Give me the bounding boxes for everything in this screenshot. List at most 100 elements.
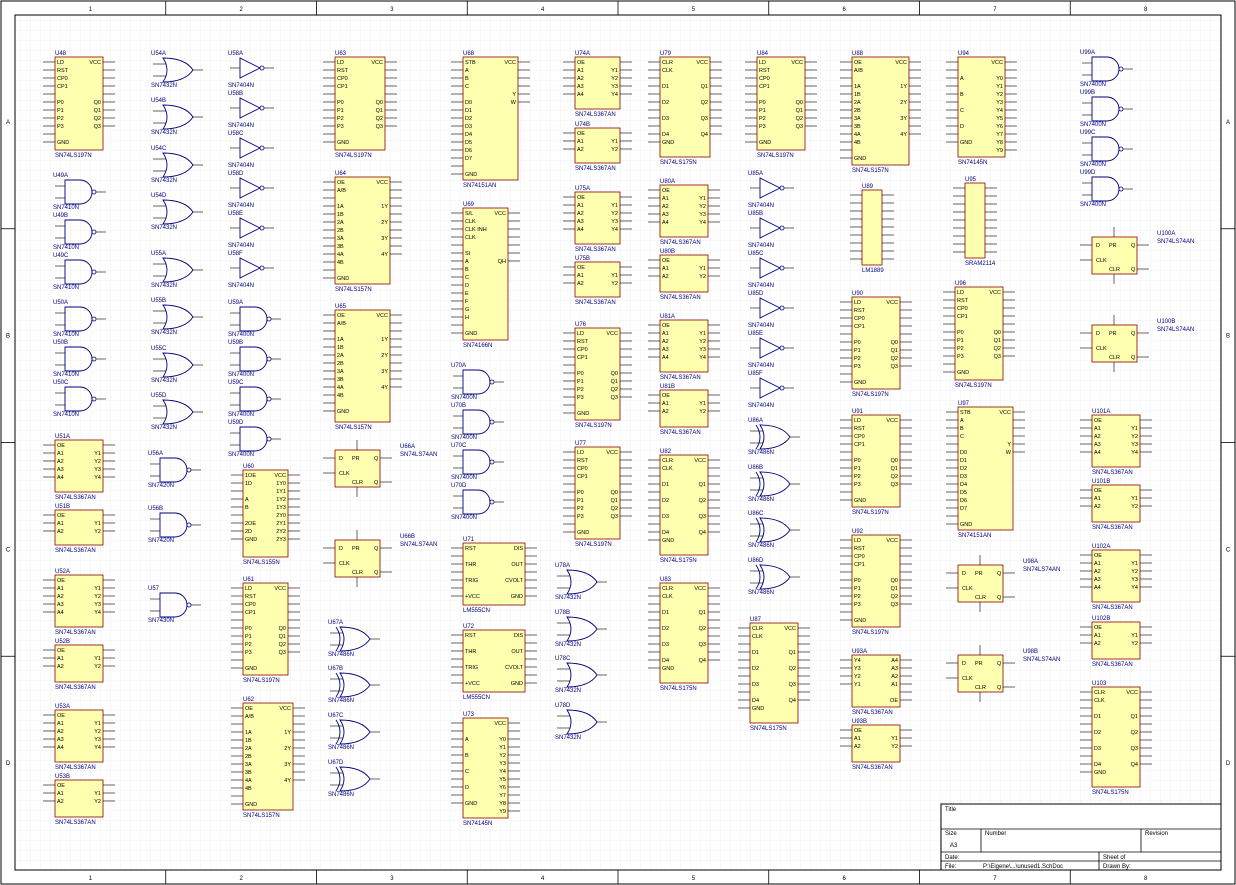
- component-u96[interactable]: U96SN74LS197NLDRSTCP0CP1P0P1P2P3GNDVCCQ0…: [943, 281, 1015, 389]
- component-u92[interactable]: U92SN74LS197NLDRSTCP0CP1P0P1P2P3GNDVCCQ0…: [840, 529, 912, 636]
- component-u68[interactable]: U68SN74151ANSTBABCD0D1D2D3D4D5D6D7GNDVCC…: [451, 51, 530, 189]
- component-u103[interactable]: U103SN74LS175NCLRCLKD1D2D3D4GNDVCCQ1Q2Q3…: [1080, 681, 1152, 796]
- component-u77[interactable]: U77SN74LS197NLDRSTCP0CP1P0P1P2P3GNDVCCQ0…: [563, 441, 632, 548]
- component-u60[interactable]: U60SN74LS155N1OE1DAB2OE2DGNDVCC1Y01Y11Y2…: [231, 464, 300, 566]
- component-u83[interactable]: U83SN74LS175NCLRCLKD1D2D3D4GNDVCCQ1Q2Q3Q…: [648, 577, 720, 692]
- component-u84[interactable]: U84SN74LS197NLDRSTCP0CP1P0P1P2P3GNDVCCQ0…: [745, 51, 817, 159]
- component-u82[interactable]: U82SN74LS175NCLRCLKD1D2D3D4GNDVCCQ1Q2Q3Q…: [648, 449, 720, 564]
- component-u73[interactable]: U73SN74145NABCDGNDVCCY0Y1Y2Y3Y4Y5Y6Y7Y8Y…: [451, 712, 520, 827]
- component-u94[interactable]: U94SN74145NABCDGNDVCCY0Y1Y2Y3Y4Y5Y6Y7Y8Y…: [946, 51, 1017, 166]
- component-u79[interactable]: U79SN74LS175NCLRCLKD1D2D3D4GNDVCCQ1Q2Q3Q…: [648, 51, 722, 166]
- component-u62[interactable]: U62SN74LS157NOEA/B1A1B2A2B3A3B4A4BGNDVCC…: [231, 697, 305, 819]
- component-u97[interactable]: U97SN74151ANSTBABCD0D1D2D3D4D5D6D7GNDVCC…: [946, 401, 1025, 539]
- component-u76[interactable]: U76SN74LS197NLDRSTCP0CP1P0P1P2P3GNDVCCQ0…: [563, 322, 632, 429]
- component-u63[interactable]: U63SN74LS197NLDRSTCP0CP1P0P1P2P3GNDVCCQ0…: [323, 51, 397, 159]
- component-u61[interactable]: U61SN74LS197NLDRSTCP0CP1P0P1P2P3GNDVCCQ0…: [231, 577, 300, 684]
- component-u91[interactable]: U91SN74LS197NLDRSTCP0CP1P0P1P2P3GNDVCCQ0…: [840, 409, 912, 516]
- component-u87[interactable]: U87SN74LS175NCLRCLKD1D2D3D4GNDVCCQ1Q2Q3Q…: [738, 617, 810, 732]
- component-u90[interactable]: U90SN74LS197NLDRSTCP0CP1P0P1P2P3GNDVCCQ0…: [840, 291, 912, 398]
- component-u88[interactable]: U88SN74LS157NOEA/B1A1B2A2B3A3B4A4BGNDVCC…: [840, 51, 921, 174]
- component-u48[interactable]: U48SN74LS197NLDRSTCP0CP1P0P1P2P3GNDVCCQ0…: [43, 51, 115, 159]
